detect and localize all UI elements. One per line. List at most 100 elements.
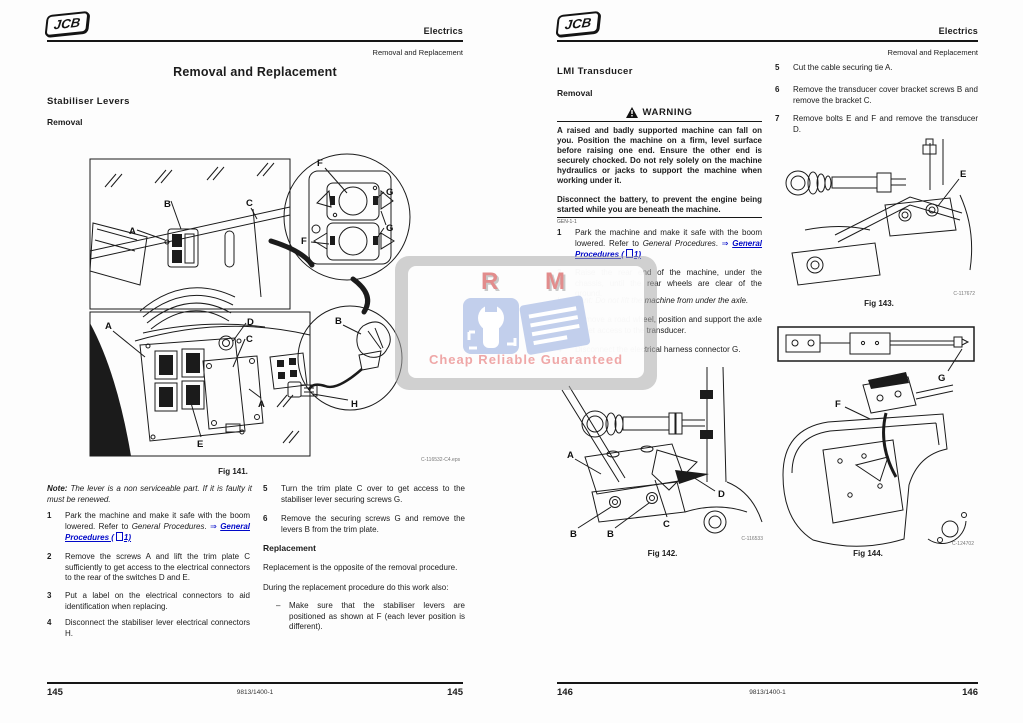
svg-text:C-124702: C-124702 xyxy=(952,541,974,547)
svg-text:E: E xyxy=(197,439,203,450)
topic-heading: Stabiliser Levers xyxy=(47,96,130,107)
svg-text:B: B xyxy=(164,199,171,210)
svg-text:D: D xyxy=(247,317,254,328)
step-2: 2 Remove the screws A and lift the trim … xyxy=(47,552,250,584)
fig-142-illustration: A B B C D C-116533 xyxy=(561,366,763,542)
svg-text:A: A xyxy=(129,226,136,237)
svg-text:H: H xyxy=(351,399,358,410)
page-number-right: 146 xyxy=(962,687,978,698)
svg-text:C-116532-C4.eps: C-116532-C4.eps xyxy=(421,457,461,463)
step-text: Disconnect the stabiliser lever electric… xyxy=(65,618,250,638)
page-number-right: 145 xyxy=(447,687,463,698)
warning-body-1: A raised and badly supported machine can… xyxy=(557,126,762,185)
step-6: 6 Remove the transducer cover bracket sc… xyxy=(775,85,978,106)
footer-rule xyxy=(47,682,463,684)
general-procedures-link[interactable]: ⇒ General Procedures (1) xyxy=(65,521,250,543)
step-number: 6 xyxy=(775,85,780,94)
removal-heading: Removal xyxy=(47,117,83,127)
svg-text:C-116533: C-116533 xyxy=(741,536,763,542)
step-number: 3 xyxy=(47,591,52,600)
header-section: Electrics xyxy=(938,26,978,36)
svg-text:B: B xyxy=(335,316,342,327)
svg-text:B: B xyxy=(570,529,577,540)
svg-text:F: F xyxy=(835,399,841,410)
step-text: Put a label on the electrical connectors… xyxy=(65,591,250,611)
warning-rule-bottom xyxy=(557,217,762,218)
step-7: 7 Remove bolts E and F and remove the tr… xyxy=(775,114,978,135)
wrench-document-icon xyxy=(463,295,591,355)
svg-text:G: G xyxy=(386,223,393,234)
svg-text:C: C xyxy=(246,198,253,209)
page-left: JCB Electrics Removal and Replacement Re… xyxy=(44,10,465,698)
step-number: 5 xyxy=(263,484,268,493)
step-4: 4 Disconnect the stabiliser lever electr… xyxy=(47,618,250,639)
step-1: 1 Park the machine and make it safe with… xyxy=(557,228,762,261)
replacement-bullet: – Make sure that the stabiliser levers a… xyxy=(276,601,465,633)
watermark-initials: R M xyxy=(481,268,585,295)
svg-text:C-117672: C-117672 xyxy=(953,291,975,297)
fig-141-caption: Fig 141. xyxy=(218,467,248,476)
svg-text:F: F xyxy=(317,158,323,169)
step-number: 5 xyxy=(775,63,780,72)
fig-144-illustration: G F C-124702 xyxy=(777,326,975,547)
warning-rule-top xyxy=(557,121,762,122)
header-subsection: Removal and Replacement xyxy=(887,48,978,57)
step-text: Cut the cable securing tie A. xyxy=(793,63,893,72)
page-number-left: 145 xyxy=(47,687,63,698)
header-section: Electrics xyxy=(423,26,463,36)
watermark: R M Cheap Reliable Guaranteed xyxy=(395,256,657,390)
page-number-left: 146 xyxy=(557,687,573,698)
step-text: Remove the screws A and lift the trim pl… xyxy=(65,552,250,582)
step-number: 7 xyxy=(775,114,780,123)
step-number: 1 xyxy=(47,511,52,520)
watermark-logo xyxy=(461,294,591,356)
svg-text:C: C xyxy=(246,334,253,345)
replacement-heading: Replacement xyxy=(263,543,316,553)
svg-text:E: E xyxy=(960,169,966,180)
step-5: 5 Turn the trim plate C over to get acce… xyxy=(263,484,465,505)
step-text: Turn the trim plate C over to get access… xyxy=(281,484,465,504)
svg-text:A: A xyxy=(258,399,265,410)
doc-number: 9813/1400-1 xyxy=(749,689,786,696)
step-number: 1 xyxy=(557,228,562,237)
warning-body-2: Disconnect the battery, to prevent the e… xyxy=(557,195,762,214)
fig-141-illustration: B C A A D C A E xyxy=(89,153,461,463)
step-6: 6 Remove the securing screws G and remov… xyxy=(263,514,465,535)
fig-144-caption: Fig 144. xyxy=(853,549,883,558)
fig-142-caption: Fig 142. xyxy=(647,549,678,558)
step-text: Disconnect the electrical harness connec… xyxy=(575,345,741,354)
svg-text:F: F xyxy=(301,236,307,247)
step-text: Park the machine and make it safe with t… xyxy=(65,511,250,543)
step-number: 6 xyxy=(263,514,268,523)
removal-heading: Removal xyxy=(557,88,593,98)
header-subsection: Removal and Replacement xyxy=(372,48,463,57)
fig-143-illustration: E C-117672 xyxy=(785,138,975,297)
topic-heading: LMI Transducer xyxy=(557,66,633,77)
step-text: Remove bolts E and F and remove the tran… xyxy=(793,114,978,134)
svg-text:A: A xyxy=(105,321,112,332)
dash: – xyxy=(276,601,281,610)
bullet-text: Make sure that the stabiliser levers are… xyxy=(289,601,465,631)
fig-143-caption: Fig 143. xyxy=(864,299,894,308)
watermark-panel: R M Cheap Reliable Guaranteed xyxy=(408,266,644,378)
replacement-paragraph-1: Replacement is the opposite of the remov… xyxy=(263,563,458,572)
step-1: 1 Park the machine and make it safe with… xyxy=(47,511,250,544)
doc-number: 9813/1400-1 xyxy=(236,689,274,696)
svg-text:B: B xyxy=(607,529,614,540)
svg-text:A: A xyxy=(567,450,574,461)
warning-icon xyxy=(626,107,639,118)
note: Note: The lever is a non serviceable par… xyxy=(47,484,252,504)
footer-rule xyxy=(557,682,978,684)
step-3: 3 Put a label on the electrical connecto… xyxy=(47,591,250,612)
warning-code: GEN-1-1 xyxy=(557,219,577,225)
page-title: Removal and Replacement xyxy=(173,65,337,79)
step-text: Remove the transducer cover bracket scre… xyxy=(793,85,978,105)
step-text: Remove the securing screws G and remove … xyxy=(281,514,465,534)
header-rule xyxy=(47,40,463,42)
step-number: 2 xyxy=(47,552,52,561)
page-right: JCB Electrics Removal and Replacement LM… xyxy=(512,0,1023,723)
header-rule xyxy=(557,40,978,42)
svg-text:C: C xyxy=(663,519,670,530)
svg-text:G: G xyxy=(938,373,945,384)
step-number: 4 xyxy=(47,618,52,627)
